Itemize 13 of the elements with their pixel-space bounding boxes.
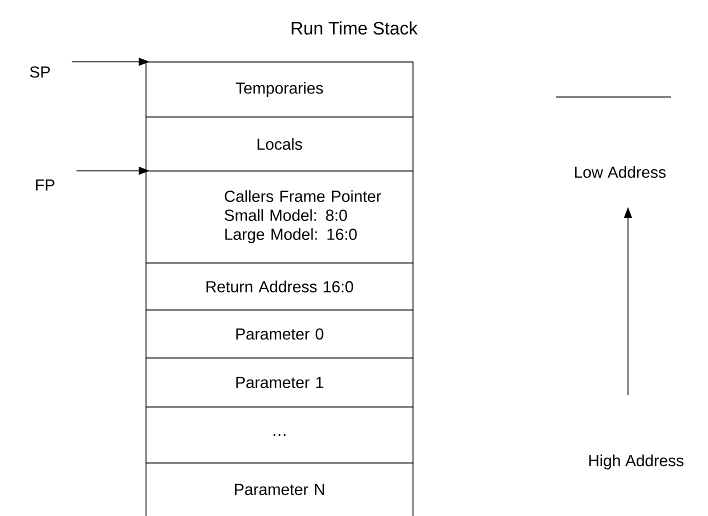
stack-row: Temporaries xyxy=(146,62,414,118)
stack-row: Return Address 16:0 xyxy=(146,262,414,310)
pointer-label: FP xyxy=(36,180,54,190)
address-label: Low Address xyxy=(575,166,666,178)
address-label: High Address xyxy=(589,454,684,470)
stack-row: Callers Frame Pointer Small Model: 8:0 Large Model: 16:0 xyxy=(146,170,414,264)
stack-row: Parameter 0 xyxy=(146,310,414,358)
stack-row: Parameter N xyxy=(146,462,414,516)
pointer-label: SP xyxy=(30,66,50,78)
stack-row: Parameter 1 xyxy=(146,358,414,408)
stack-row: … xyxy=(146,406,414,464)
title: Run Time Stack xyxy=(292,21,418,35)
stack-row: Locals xyxy=(146,116,414,172)
